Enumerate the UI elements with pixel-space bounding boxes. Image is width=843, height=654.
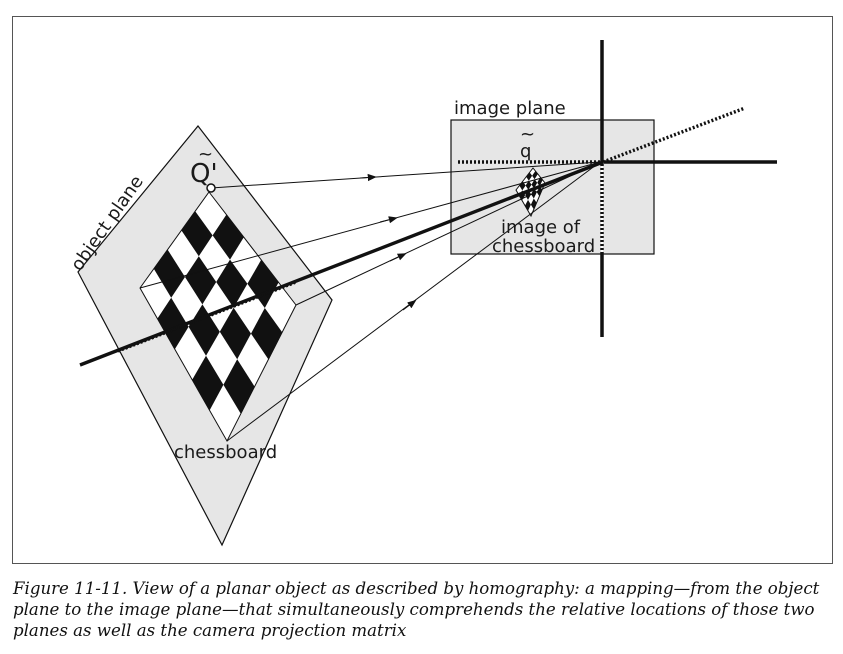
q-prime-label: Q' [190, 159, 218, 189]
point-q-prime-marker [206, 183, 216, 193]
image-chessboard-squares [519, 171, 543, 211]
optical-axis-dotted [602, 106, 746, 164]
chess-square [537, 177, 543, 187]
chess-square [536, 186, 543, 197]
chess-square [247, 259, 279, 308]
homography-diagram: object plane image plane Q' ~ q ~ image … [67, 40, 777, 547]
ray-arrow-3 [379, 216, 398, 224]
projection-ray-q [210, 161, 601, 189]
image-plane-label: image plane [454, 98, 566, 119]
image-plane-shape [450, 119, 655, 255]
q-prime-tilde-icon: ~ [198, 144, 213, 165]
ray-arrow-4 [402, 299, 417, 311]
chess-square [212, 214, 244, 260]
figure-caption: Figure 11-11. View of a planar object as… [13, 579, 820, 640]
chess-square [525, 199, 531, 211]
chess-square [185, 256, 217, 305]
chessboard-squares [153, 211, 283, 414]
q-tilde-icon: ~ [520, 124, 535, 145]
chess-square [223, 359, 255, 414]
chess-square [216, 259, 248, 308]
chess-square [181, 211, 213, 257]
q-label: q [520, 141, 531, 162]
chess-square [251, 308, 283, 360]
ray-arrow-q [359, 173, 377, 182]
image-of-label: image of [501, 217, 581, 238]
projection-ray-3 [139, 161, 601, 289]
ray-arrow-2 [389, 253, 407, 262]
image-chessboard-label: chessboard [492, 236, 595, 257]
chess-square [188, 304, 220, 356]
chess-square [525, 189, 532, 200]
chess-square [219, 307, 251, 360]
chessboard-label: chessboard [174, 442, 277, 463]
chess-square [530, 198, 537, 210]
chess-square [526, 172, 533, 181]
chess-square [519, 181, 526, 191]
chess-square [153, 249, 185, 298]
chess-square [531, 179, 538, 189]
chess-square [157, 297, 189, 350]
chess-square [192, 355, 224, 411]
projection-ray-2 [295, 161, 601, 306]
chess-square [532, 171, 538, 180]
chess-square [525, 180, 532, 190]
